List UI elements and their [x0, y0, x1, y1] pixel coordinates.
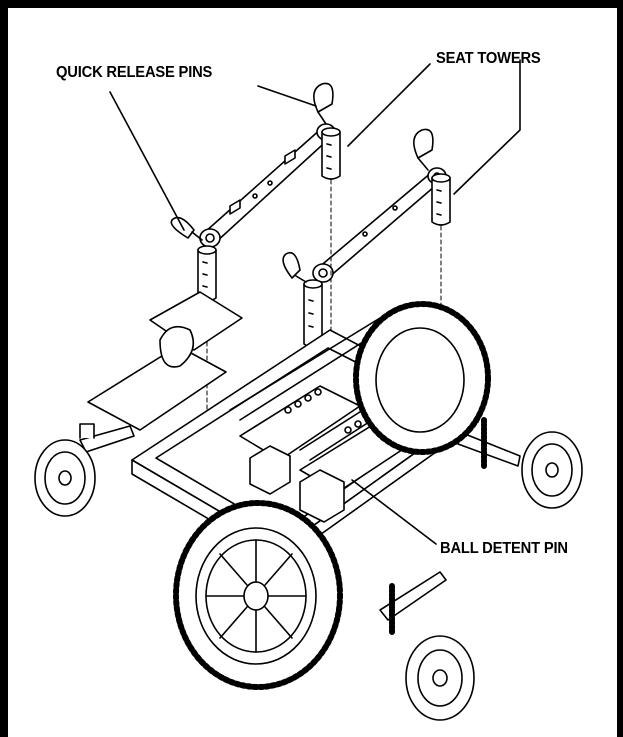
label-quick-release-pins: QUICK RELEASE PINS: [56, 64, 213, 81]
seat-tower-bar-rear: [312, 167, 447, 283]
seat-tower-tubes: [197, 127, 451, 348]
caster-wheel-rear-right: [521, 431, 583, 509]
drive-wheel-rear: [353, 301, 491, 455]
caster-wheel-front-left: [34, 423, 96, 517]
seat-tower-bar-front: [199, 123, 336, 248]
label-ball-detent-pin: BALL DETENT PIN: [440, 540, 568, 557]
leader-lines: [109, 59, 521, 545]
caster-wheel-front-right: [405, 635, 475, 721]
drive-wheel-front: [173, 500, 343, 690]
label-seat-towers: SEAT TOWERS: [436, 50, 541, 67]
